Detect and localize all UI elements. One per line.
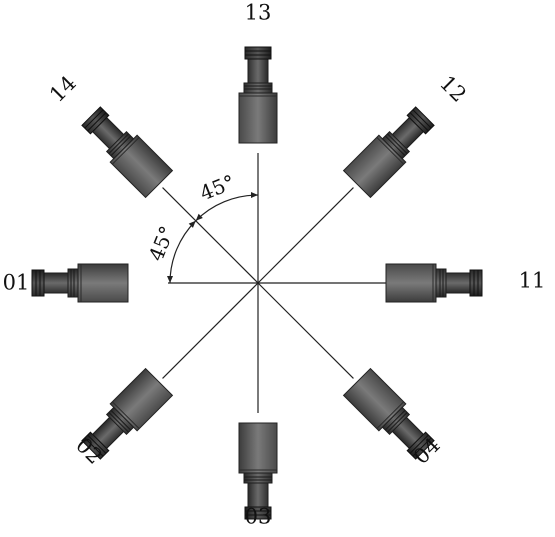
sensor-tip-ring — [84, 109, 104, 129]
radial-line-14 — [162, 187, 259, 284]
sensor-tip-ring — [84, 437, 104, 457]
sensor-collar-ring — [110, 409, 132, 431]
sensor-collar-ring — [387, 412, 408, 433]
sensor-body-seam — [376, 401, 405, 430]
sensor-tip-ring — [87, 434, 107, 454]
sensor-collar — [67, 268, 79, 298]
radial-line-02 — [162, 282, 259, 379]
sensor-03 — [238, 422, 278, 520]
sensor-collar — [243, 82, 273, 94]
arrowhead-icon — [167, 276, 173, 283]
sensor-tip — [244, 506, 272, 520]
sensor-neck — [445, 272, 471, 294]
sensor-tip — [406, 106, 435, 135]
sensor-label-14: 14 — [45, 71, 81, 107]
sensor-02 — [81, 367, 174, 460]
sensor-12 — [342, 106, 435, 199]
sensor-label-13: 13 — [245, 1, 272, 25]
sensor-tip — [31, 269, 45, 297]
sensor-tip — [244, 46, 272, 60]
sensor-13 — [238, 46, 278, 144]
sensor-collar-ring — [110, 135, 132, 157]
sensor-body — [238, 92, 278, 144]
sensor-collar-ring — [387, 133, 408, 154]
sensor-neck — [247, 58, 269, 84]
sensor-tip — [469, 269, 483, 297]
sensor-collar-ring — [108, 412, 129, 433]
arrowhead-icon — [188, 220, 196, 228]
sensor-neck — [43, 272, 69, 294]
angle-label-upper: 45° — [196, 170, 238, 206]
sensor-tip-ring — [412, 437, 432, 457]
sensor-14 — [81, 106, 174, 199]
radial-line-12 — [257, 187, 354, 284]
sensor-collar-ring — [384, 135, 406, 157]
sensor-tip-ring — [409, 112, 429, 132]
sensor-collar — [243, 472, 273, 484]
sensor-label-11: 11 — [519, 269, 546, 293]
sensor-tip — [406, 431, 435, 460]
sensor-tip-ring — [87, 112, 107, 132]
sensor-body-seam — [111, 401, 140, 430]
sensor-tip-ring — [412, 109, 432, 129]
sensor-body-seam — [376, 136, 405, 165]
sensor-tip — [81, 106, 110, 135]
sensor-label-12: 12 — [435, 71, 471, 107]
sensor-label-03: 03 — [245, 505, 272, 529]
sensor-11 — [385, 263, 483, 303]
sensor-neck — [247, 482, 269, 508]
arrowhead-icon — [195, 213, 203, 221]
sensor-label-01: 01 — [3, 271, 30, 295]
sensor-body — [77, 263, 129, 303]
angle-arcs — [167, 192, 259, 284]
arrowhead-icon — [251, 192, 258, 198]
sensor-collar-ring — [108, 133, 129, 154]
sensor-tip — [81, 431, 110, 460]
sensor-collar-ring — [384, 409, 406, 431]
radial-line-04 — [257, 282, 354, 379]
sensor-body — [238, 422, 278, 474]
sensor-body — [385, 263, 437, 303]
sensor-body-seam — [111, 136, 140, 165]
sensor-01 — [31, 263, 129, 303]
sensor-04 — [342, 367, 435, 460]
sensor-tip-ring — [409, 434, 429, 454]
radial-lines — [162, 153, 388, 413]
sensor-collar — [435, 268, 447, 298]
